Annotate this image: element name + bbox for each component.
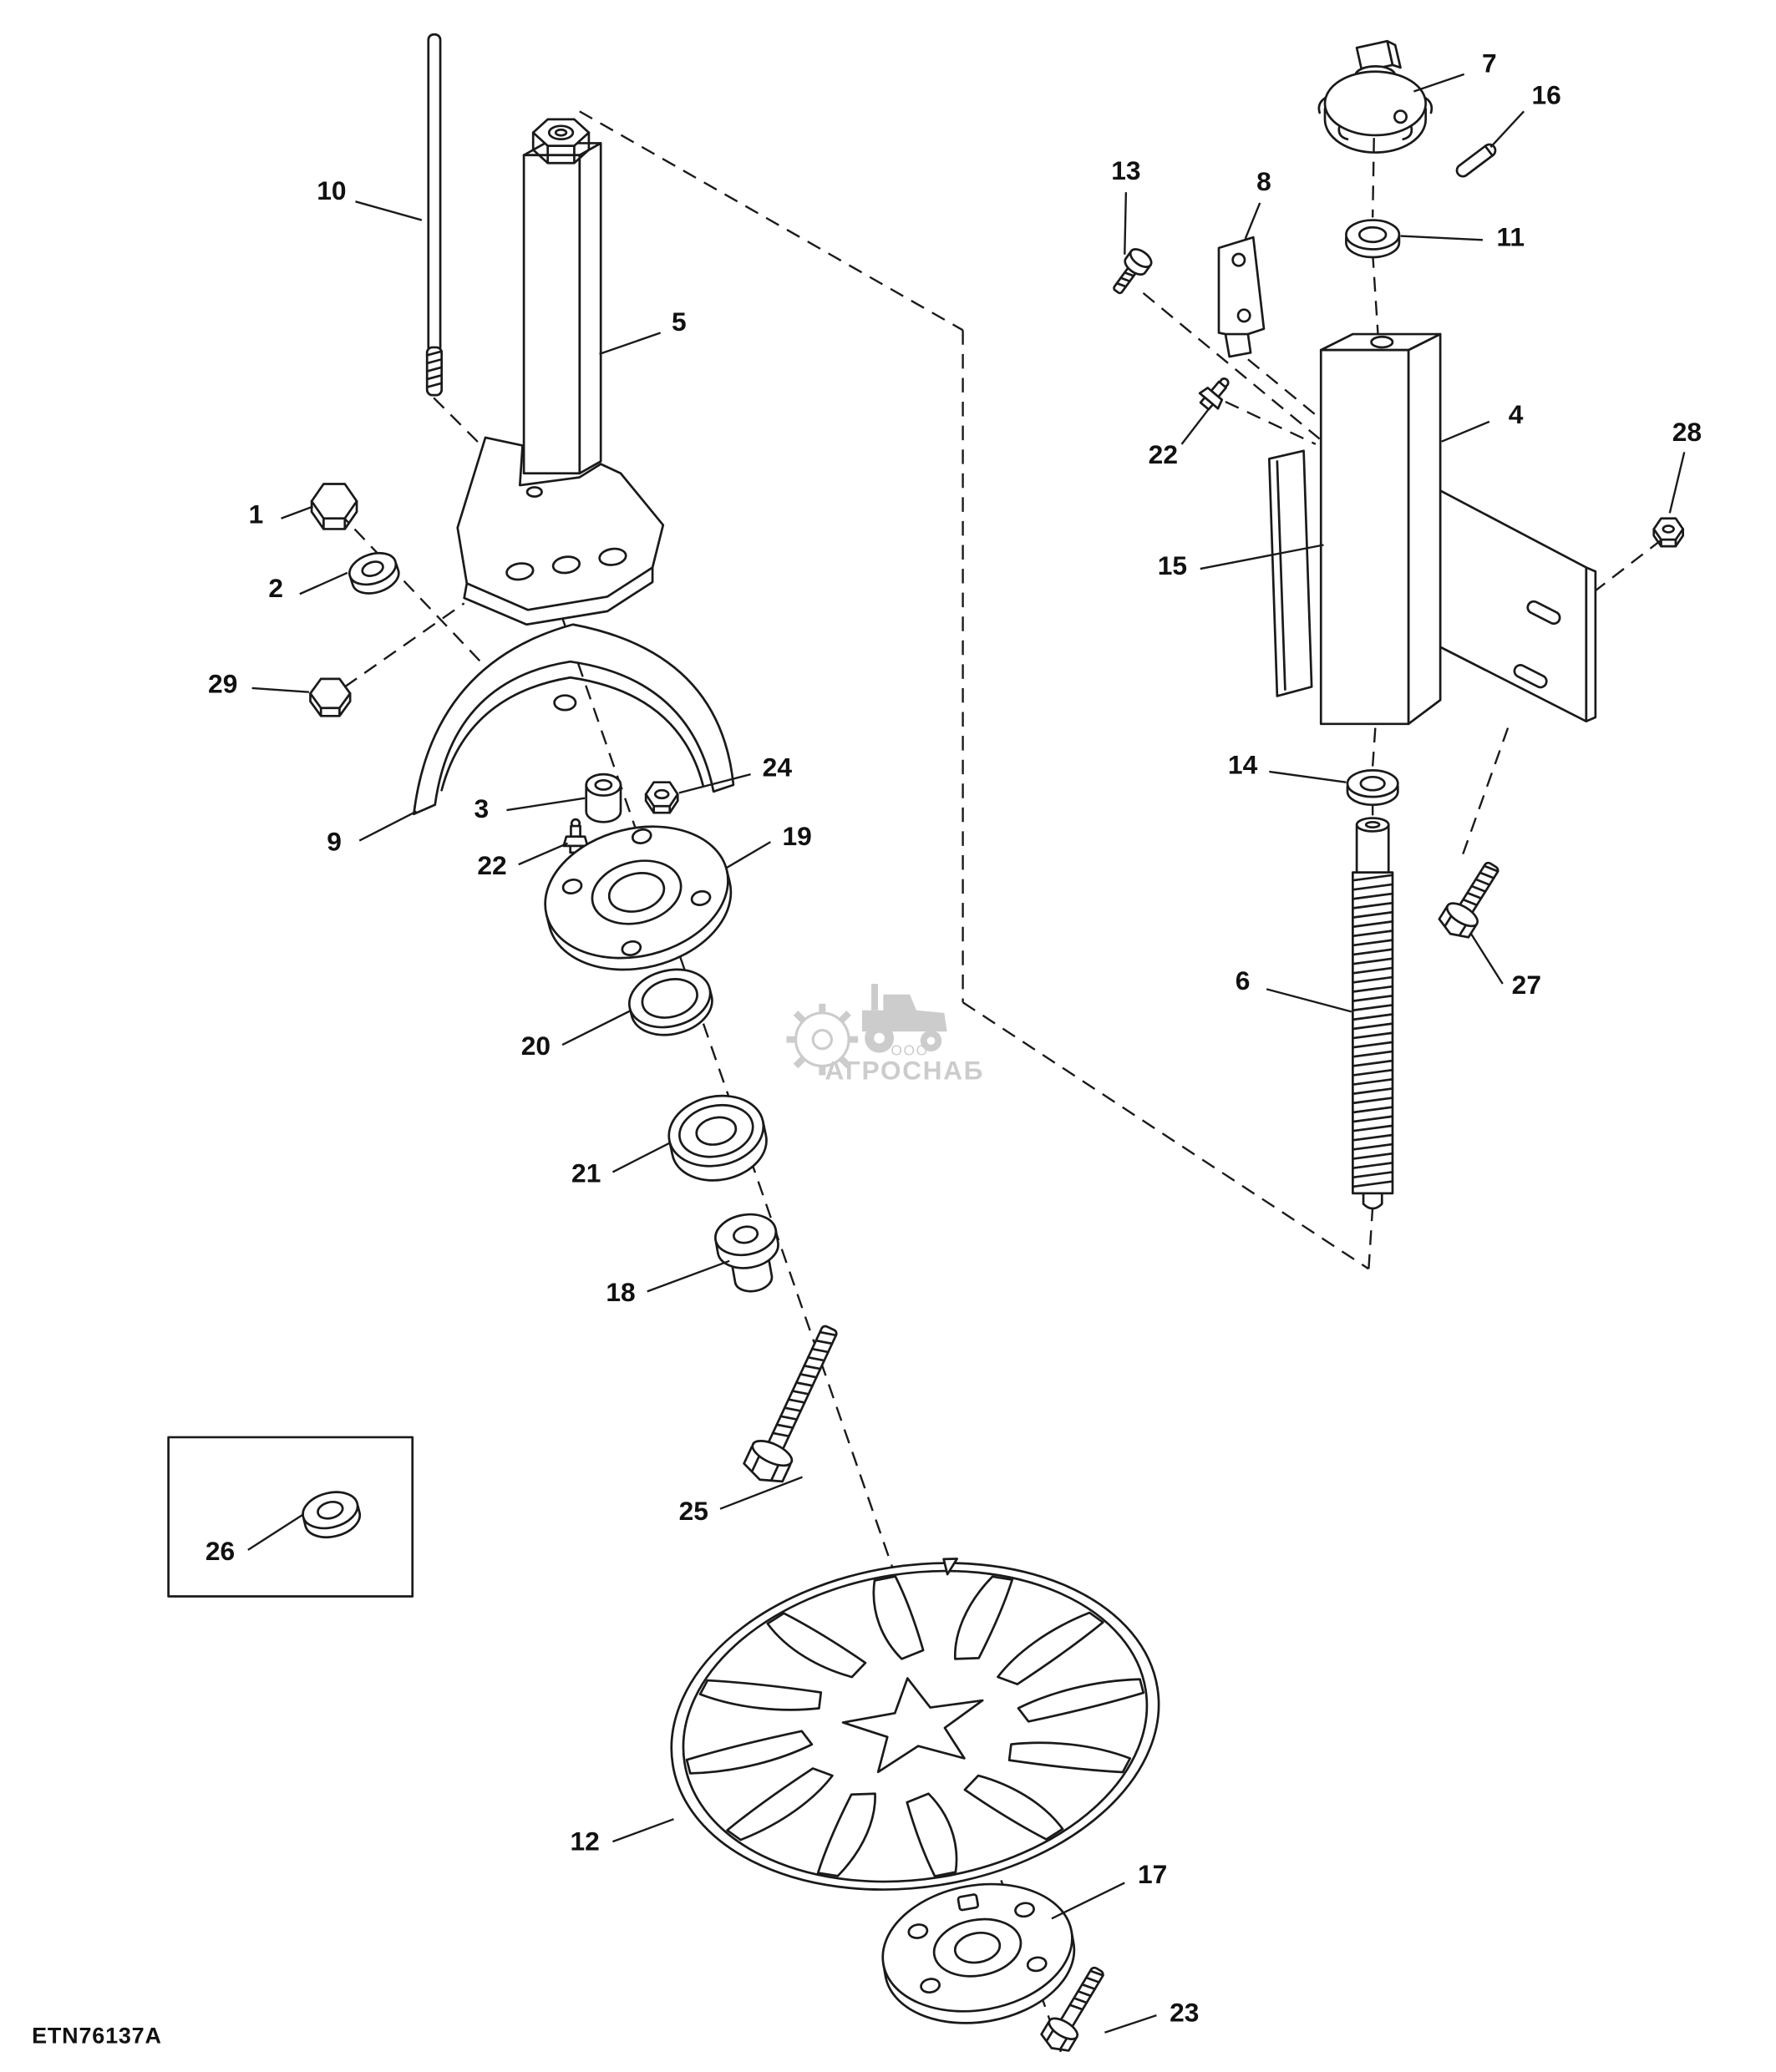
- part-3-bushing: [585, 773, 622, 823]
- watermark-logo: ООО АГРОСНАБ: [786, 983, 984, 1085]
- part-26-washer-boxed: [167, 1436, 414, 1598]
- callout-17: 17: [1137, 1861, 1168, 1891]
- callout-8: 8: [1256, 167, 1271, 197]
- part-6-threaded-screw: [1352, 817, 1394, 1210]
- callout-21: 21: [571, 1159, 601, 1189]
- part-13-screw: [1113, 248, 1153, 295]
- part-4-square-tube: [1319, 332, 1442, 726]
- leader-lines: [247, 73, 1686, 2034]
- callout-12: 12: [570, 1827, 600, 1857]
- part-bracket-mount-plate: [456, 436, 665, 626]
- callout-20: 20: [520, 1031, 551, 1061]
- watermark-prefix: ООО: [891, 1042, 929, 1059]
- part-8-retainer-plate: [1217, 236, 1266, 358]
- callout-1: 1: [248, 500, 264, 530]
- part-24-hex-nut: [644, 781, 679, 814]
- callout-9: 9: [327, 828, 342, 858]
- callout-19: 19: [782, 823, 812, 853]
- part-9-shield-guard: [412, 623, 735, 816]
- part-2-washer: [348, 551, 400, 595]
- callout-25: 25: [678, 1497, 708, 1527]
- callout-29: 29: [208, 670, 238, 700]
- part-10-threaded-rod: [425, 33, 444, 397]
- part-20-seal-ring: [627, 968, 713, 1036]
- part-7-adjusting-cap: [1317, 39, 1433, 154]
- callout-10: 10: [317, 176, 347, 206]
- part-1-hex-nut: [310, 483, 358, 530]
- callout-28: 28: [1672, 418, 1702, 448]
- callout-6: 6: [1235, 967, 1251, 997]
- part-27-flange-bolt: [1438, 861, 1499, 939]
- part-22-grease-fitting-right: [1198, 377, 1230, 411]
- part-bracket-right: [1439, 489, 1597, 723]
- part-21-bearing: [667, 1094, 768, 1182]
- callout-27: 27: [1511, 970, 1541, 1001]
- callout-22-right: 22: [1148, 440, 1178, 470]
- callout-16: 16: [1531, 81, 1561, 111]
- part-23-flange-bolt: [1040, 1966, 1104, 2052]
- part-19-hub-flange: [544, 825, 733, 971]
- callout-23: 23: [1170, 1999, 1200, 2029]
- callout-11: 11: [1496, 223, 1525, 253]
- part-16-roll-pin: [1455, 143, 1497, 178]
- callout-2: 2: [268, 575, 284, 605]
- callout-24: 24: [762, 753, 792, 783]
- part-5-square-post: [522, 118, 602, 475]
- part-14-washer: [1346, 769, 1399, 806]
- part-15-wear-strip: [1267, 449, 1313, 697]
- part-29-hex-nut: [309, 677, 352, 717]
- part-12-disc-blade: [647, 1529, 1182, 1923]
- part-11-washer: [1345, 219, 1401, 259]
- callout-18: 18: [606, 1279, 636, 1309]
- callout-13: 13: [1111, 157, 1141, 187]
- callout-26: 26: [205, 1537, 236, 1567]
- part-25-flange-bolt: [743, 1325, 838, 1483]
- callout-22-left: 22: [477, 852, 507, 881]
- callout-4: 4: [1508, 401, 1524, 431]
- callout-3: 3: [474, 794, 490, 824]
- part-28-hex-nut: [1652, 517, 1685, 548]
- callout-5: 5: [672, 308, 687, 338]
- part-17-disc-hub: [881, 1882, 1076, 2024]
- drawing-code: ETN76137A: [32, 2023, 162, 2049]
- callout-14: 14: [1227, 751, 1258, 781]
- part-18-bushing: [714, 1213, 779, 1293]
- callout-15: 15: [1157, 552, 1188, 582]
- watermark-name: АГРОСНАБ: [825, 1055, 984, 1085]
- callout-7: 7: [1482, 49, 1497, 79]
